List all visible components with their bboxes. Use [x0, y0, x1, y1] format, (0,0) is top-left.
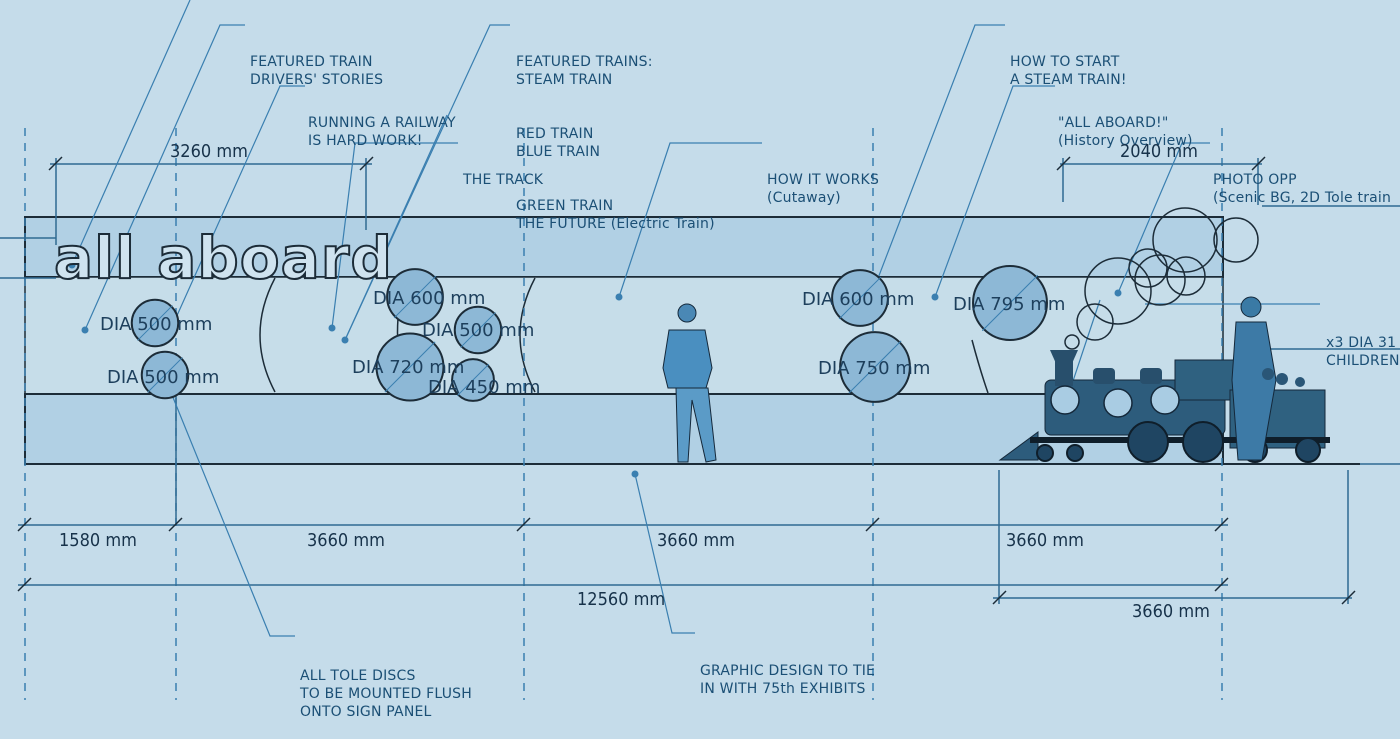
smoke-puffs	[1064, 207, 1259, 350]
dim-top-left: 3260 mm	[170, 141, 248, 162]
dim-seg4: 3660 mm	[1006, 530, 1084, 551]
disc-label: DIA 600 mm	[373, 288, 486, 309]
disc-diameter-line	[147, 357, 183, 393]
arch-disc-stem	[971, 339, 989, 394]
dimension-lines	[0, 158, 1400, 604]
dimension-ticks	[17, 156, 1356, 605]
callout-history-overview: "ALL ABOARD!"(History Overview)	[1058, 115, 1193, 149]
dim-photo-opp: 3660 mm	[1132, 601, 1210, 622]
disc-label: DIA 500 mm	[107, 367, 220, 388]
sign-panel-top-band	[24, 216, 1224, 278]
disc-diameter-line	[393, 275, 437, 319]
dim-seg1: 1580 mm	[59, 530, 137, 551]
disc-diameter-line	[981, 274, 1039, 332]
disc-label: DIA 500 mm	[422, 320, 535, 341]
disc-label: DIA 795 mm	[953, 294, 1066, 315]
dim-seg3: 3660 mm	[657, 530, 735, 551]
disc-diameter-line	[137, 305, 173, 341]
dim-overall: 12560 mm	[577, 589, 666, 610]
disc-diameter-line	[384, 341, 436, 393]
callout-photo-opp: PHOTO OPP(Scenic BG, 2D Tole train	[1213, 172, 1392, 206]
disc-diameter-line	[848, 340, 902, 394]
disc-label: DIA 500 mm	[100, 314, 213, 335]
disc-label: DIA 750 mm	[818, 358, 931, 379]
disc-diameter-line	[838, 276, 882, 320]
callout-the-track: THE TRACK	[463, 172, 544, 188]
leader-lines	[71, 0, 1320, 637]
arch-left	[259, 277, 276, 393]
elevation-drawing	[0, 0, 1400, 700]
all-aboard-title: all aboard	[53, 224, 393, 292]
disc-label: DIA 600 mm	[802, 289, 915, 310]
disc-label: DIA 720 mm	[352, 357, 465, 378]
disc-label: DIA 450 mm	[428, 377, 541, 398]
disc-diameter-line	[460, 312, 496, 348]
disc-diameter-line	[456, 363, 490, 397]
tole-discs	[130, 265, 1048, 403]
adult-viewer-figure	[662, 303, 717, 463]
adult-with-children-figure	[1231, 296, 1305, 461]
callout-how-it-works: HOW IT WORKS(Cutaway)	[767, 172, 880, 206]
dim-top-right: 2040 mm	[1120, 141, 1198, 162]
arch-right	[519, 277, 536, 393]
dim-seg2: 3660 mm	[307, 530, 385, 551]
